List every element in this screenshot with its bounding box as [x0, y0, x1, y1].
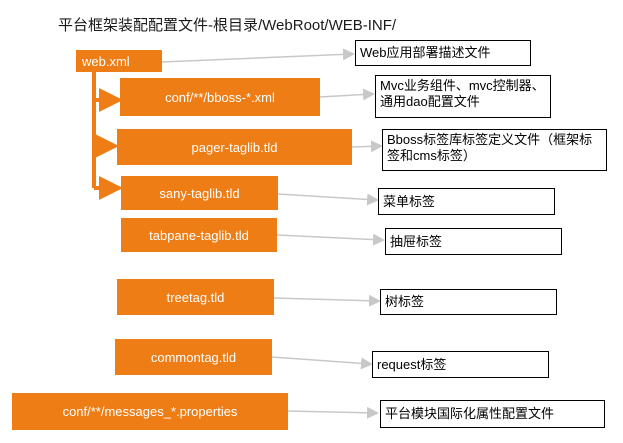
arrow-item-7 — [287, 406, 379, 419]
file-box-bboss-xml: conf/**/bboss-*.xml — [120, 78, 320, 116]
arrow-item-5 — [273, 294, 381, 307]
description-treetag: 树标签 — [380, 289, 557, 315]
arrow-item-1 — [319, 88, 375, 101]
file-box-messages-properties: conf/**/messages_*.properties — [12, 393, 288, 430]
root-file-web-xml: web.xml — [76, 50, 162, 72]
description-tabpane-taglib: 抽屉标签 — [385, 228, 562, 255]
description-sany-taglib: 菜单标签 — [378, 188, 555, 215]
file-box-commontag: commontag.tld — [115, 339, 272, 375]
arrow-item-6 — [271, 356, 373, 370]
file-box-sany-taglib: sany-taglib.tld — [121, 176, 278, 210]
description-pager-taglib: Bboss标签库标签定义文件（框架标签和cms标签） — [382, 129, 607, 171]
page-title: 平台框架装配配置文件-根目录/WebRoot/WEB-INF/ — [58, 17, 397, 34]
arrow-item-2 — [351, 140, 383, 153]
description-bboss-xml: Mvc业务组件、mvc控制器、通用dao配置文件 — [375, 75, 551, 118]
file-box-treetag: treetag.tld — [117, 279, 274, 315]
description-messages-properties: 平台模块国际化属性配置文件 — [380, 400, 605, 428]
arrow-item-4 — [276, 233, 385, 246]
arrow-item-3 — [277, 193, 379, 206]
arrow-root — [161, 48, 355, 63]
description-commontag: request标签 — [372, 351, 549, 378]
file-box-tabpane-taglib: tabpane-taglib.tld — [121, 218, 277, 252]
description-web-xml: Web应用部署描述文件 — [355, 40, 531, 66]
file-box-pager-taglib: pager-taglib.tld — [117, 129, 352, 165]
